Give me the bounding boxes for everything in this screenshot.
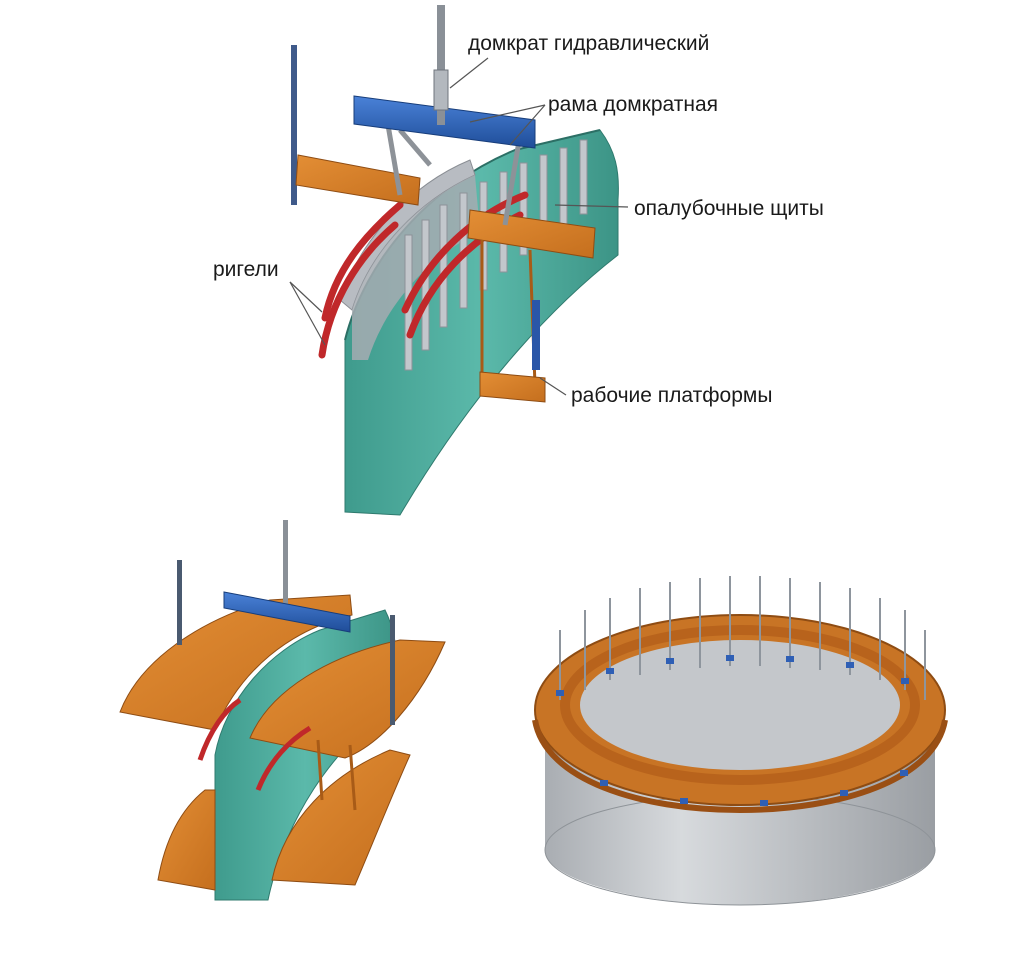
ring-structure	[532, 576, 948, 906]
walers-small	[197, 697, 312, 791]
label-jack-frame: рама домкратная	[548, 93, 718, 116]
right-yoke-beam	[467, 209, 596, 259]
climbing-rods	[559, 576, 926, 700]
jack-markers	[556, 655, 909, 806]
jack-frame	[385, 124, 523, 226]
jack-body	[433, 69, 449, 111]
jack-beam-small	[223, 591, 351, 633]
inner-formwork-face	[352, 175, 480, 360]
jack-rod	[437, 5, 445, 125]
left-yoke-beam	[295, 154, 421, 206]
jack-rod-small	[283, 520, 288, 610]
label-work-platforms: рабочие платформы	[571, 384, 772, 407]
hanger-small	[316, 739, 324, 801]
label-jack: домкрат гидравлический	[468, 32, 709, 55]
rod-right	[390, 615, 395, 725]
lower-platform-right	[271, 749, 411, 886]
work-platform	[479, 240, 546, 403]
bottom-left-assembly	[119, 520, 446, 901]
left-rod	[291, 45, 297, 205]
top-assembly: домкрат гидравлический рама домкратная о…	[213, 5, 824, 516]
outer-band	[532, 719, 948, 814]
leader-lines	[289, 57, 629, 396]
lower-platform-left	[157, 789, 216, 891]
inner-deck-ring	[560, 625, 920, 785]
label-formwork-panels: опалубочные щиты	[634, 197, 824, 220]
upper-platform-right	[249, 639, 446, 759]
upper-platform-left	[119, 594, 353, 731]
label-walers: ригели	[213, 258, 279, 281]
inner-shaft	[580, 640, 900, 770]
rod-left	[177, 560, 182, 645]
hanger-small-2	[348, 744, 357, 811]
